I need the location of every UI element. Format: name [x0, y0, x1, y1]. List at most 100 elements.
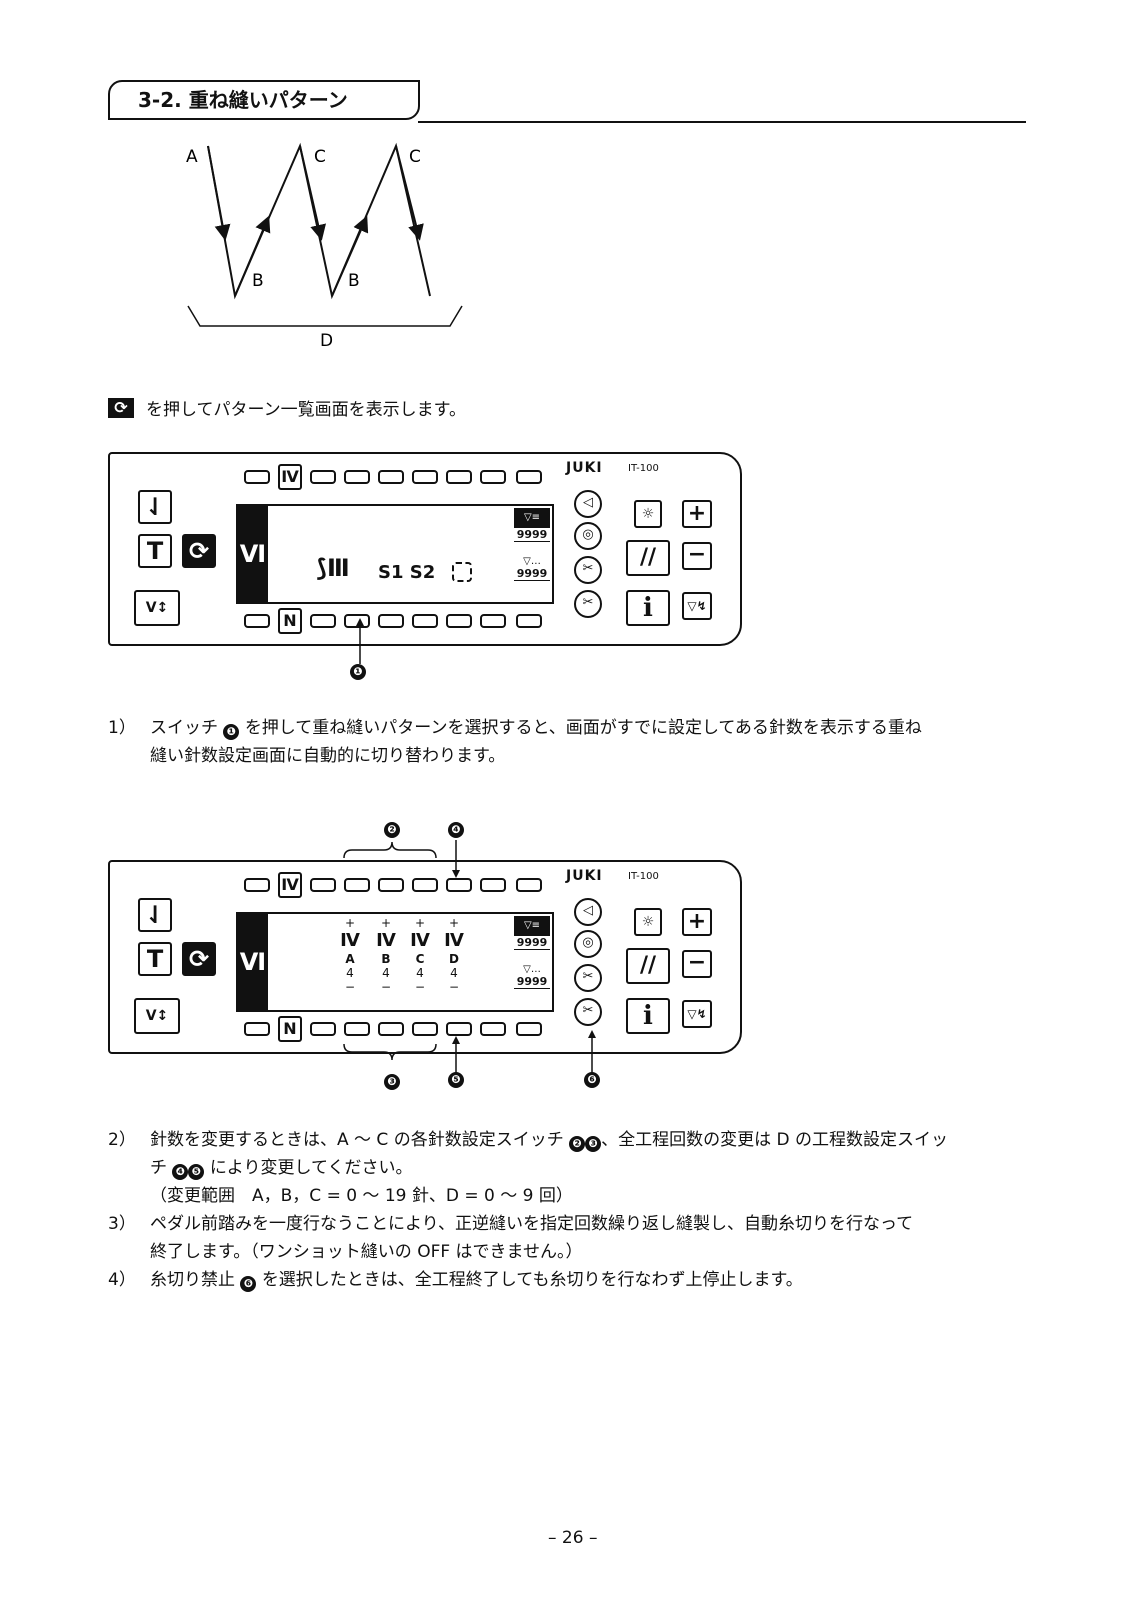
panel2-fan-key[interactable]: ◎ [574, 930, 602, 958]
pattern-list-key-icon: ⟳ [108, 398, 134, 418]
panel1-communication-key[interactable]: ▽↯ [682, 592, 712, 620]
panel1-top-key-8[interactable] [516, 470, 542, 484]
panel1-lcd-text: S1 S2 [378, 562, 436, 583]
panel2-bottom-key-8[interactable] [516, 1022, 542, 1036]
panel2-top-key-1[interactable] [244, 878, 270, 892]
panel1-pattern-select-key[interactable] [344, 614, 370, 628]
step4-a: 糸切り禁止 [150, 1270, 235, 1290]
panel2-step-minus-a[interactable] [310, 1022, 336, 1036]
step3-line1: ペダル前踏みを一度行なうことにより、正逆縫いを指定回数繰り返し縫製し、自動糸切り… [150, 1214, 914, 1234]
step-d-value: 4 [450, 966, 458, 980]
panel2-lower-screen-key[interactable]: N [278, 1016, 302, 1042]
panel1-bottom-key-6[interactable] [446, 614, 472, 628]
panel1-bottom-key-2[interactable] [310, 614, 336, 628]
panel2-step-minus-c[interactable] [378, 1022, 404, 1036]
panel2-top-key-8[interactable] [516, 878, 542, 892]
section-rule [418, 121, 1026, 123]
callout-3-5-6-brackets [343, 1030, 596, 1074]
panel2-minus-key[interactable]: − [682, 950, 712, 978]
panel1-bottom-key-1[interactable] [244, 614, 270, 628]
panel2-light-key[interactable]: ☼ [634, 908, 662, 936]
step2-a: 針数を変更するときは、A ～ C の各針数設定スイッチ [150, 1130, 564, 1150]
panel2-top-key-6[interactable] [446, 878, 472, 892]
overlap-stitch-diagram: A C C B B D [186, 142, 463, 351]
panel1-plus-key[interactable]: + [682, 500, 712, 528]
panel2-test-key[interactable]: T [138, 942, 172, 976]
panel2-counter-display: ▽≡ 9999 ▽… 9999 [514, 916, 550, 1008]
panel2-step-plus-a[interactable] [310, 878, 336, 892]
panel1-bottom-key-4[interactable] [378, 614, 404, 628]
panel2-bottom-key-6[interactable] [446, 1022, 472, 1036]
panel2-step-minus-b[interactable] [344, 1022, 370, 1036]
step-c-value: 4 [416, 966, 424, 980]
panel1-reset-key[interactable]: // [626, 540, 670, 576]
panel1-top-key-5[interactable] [412, 470, 438, 484]
panel1-count-key[interactable]: V↕ [134, 590, 180, 626]
panel2-step-plus-c[interactable] [378, 878, 404, 892]
intro-text: を押してパターン一覧画面を表示します。 [146, 400, 466, 420]
callout-6: ❻ [584, 1072, 600, 1088]
panel1-thread-trim-key[interactable]: ✂ [574, 556, 602, 584]
panel1-bottom-key-7[interactable] [480, 614, 506, 628]
panel2-step-plus-b[interactable] [344, 878, 370, 892]
panel2-pattern-list-key[interactable]: ⟳ [182, 942, 216, 976]
panel1-fan-key[interactable]: ◎ [574, 522, 602, 550]
panel2-trim-prohibit-key[interactable]: ✂ [574, 998, 602, 1026]
panel1-lower-screen-key[interactable]: N [278, 608, 302, 634]
label-b1: B [252, 271, 264, 291]
panel1-ready-key[interactable]: ⇃ [138, 490, 172, 524]
panel2-thread-trim-key[interactable]: ✂ [574, 964, 602, 992]
panel1-test-key[interactable]: T [138, 534, 172, 568]
panel1-top-key-6[interactable] [446, 470, 472, 484]
panel1-lcd-stitch-icons: ⟆Ⅲ [316, 554, 350, 582]
panel2-step-minus-d[interactable] [412, 1022, 438, 1036]
panel2-bottom-key-7[interactable] [480, 1022, 506, 1036]
counter-icon: ▽≡ [514, 508, 550, 528]
label-b2: B [348, 271, 360, 291]
panel2-bottom-key-1[interactable] [244, 1022, 270, 1036]
panel1-light-key[interactable]: ☼ [634, 500, 662, 528]
step2-callout-2: ❷ [569, 1136, 586, 1152]
panel1-minus-key[interactable]: − [682, 542, 712, 570]
panel1-top-key-4[interactable] [378, 470, 404, 484]
callout-2-4-brackets [343, 840, 460, 878]
step1-line1: スイッチ ❶ を押して重ね縫いパターンを選択すると、画面がすでに設定してある針数… [150, 714, 922, 742]
callout-2: ❷ [384, 822, 400, 838]
panel1-reverse-key[interactable]: ◁ [574, 490, 602, 518]
panel1-upper-screen-key[interactable]: Ⅳ [278, 464, 302, 490]
page-number: – 26 – [548, 1528, 598, 1548]
section-title: 3-2. 重ね縫いパターン [108, 80, 420, 120]
panel2-info-key[interactable]: i [626, 998, 670, 1034]
step2-d: により変更してください。 [209, 1158, 413, 1178]
panel1-lcd: Ⅵ ⟆Ⅲ S1 S2 [236, 504, 554, 604]
step2-b: 、全工程回数の変更は D の工程数設定スイッ [601, 1130, 949, 1150]
panel1-count-2: 9999 [514, 567, 550, 581]
panel1-bottom-key-5[interactable] [412, 614, 438, 628]
panel2-top-key-7[interactable] [480, 878, 506, 892]
step2-callout-5: ❺ [188, 1164, 205, 1180]
label-c1: C [314, 147, 326, 167]
panel2-reset-key[interactable]: // [626, 948, 670, 984]
panel1-top-key-2[interactable] [310, 470, 336, 484]
panel1-top-key-3[interactable] [344, 470, 370, 484]
step-b-label: B [381, 952, 391, 966]
panel1-info-key[interactable]: i [626, 590, 670, 626]
step4-number: 4） [108, 1270, 136, 1290]
panel2-upper-screen-key[interactable]: Ⅳ [278, 872, 302, 898]
panel2-plus-key[interactable]: + [682, 908, 712, 936]
panel1-lcd-pattern-icon: Ⅵ [238, 506, 268, 602]
panel2-reverse-key[interactable]: ◁ [574, 898, 602, 926]
panel1-top-key-1[interactable] [244, 470, 270, 484]
panel1-trim-prohibit-key[interactable]: ✂ [574, 590, 602, 618]
panel1-bottom-key-8[interactable] [516, 614, 542, 628]
panel1-pattern-list-key[interactable]: ⟳ [182, 534, 216, 568]
panel2-count-key[interactable]: V↕ [134, 998, 180, 1034]
panel1-top-key-7[interactable] [480, 470, 506, 484]
panel2-communication-key[interactable]: ▽↯ [682, 1000, 712, 1028]
panel2-step-plus-d[interactable] [412, 878, 438, 892]
panel2-ready-key[interactable]: ⇃ [138, 898, 172, 932]
